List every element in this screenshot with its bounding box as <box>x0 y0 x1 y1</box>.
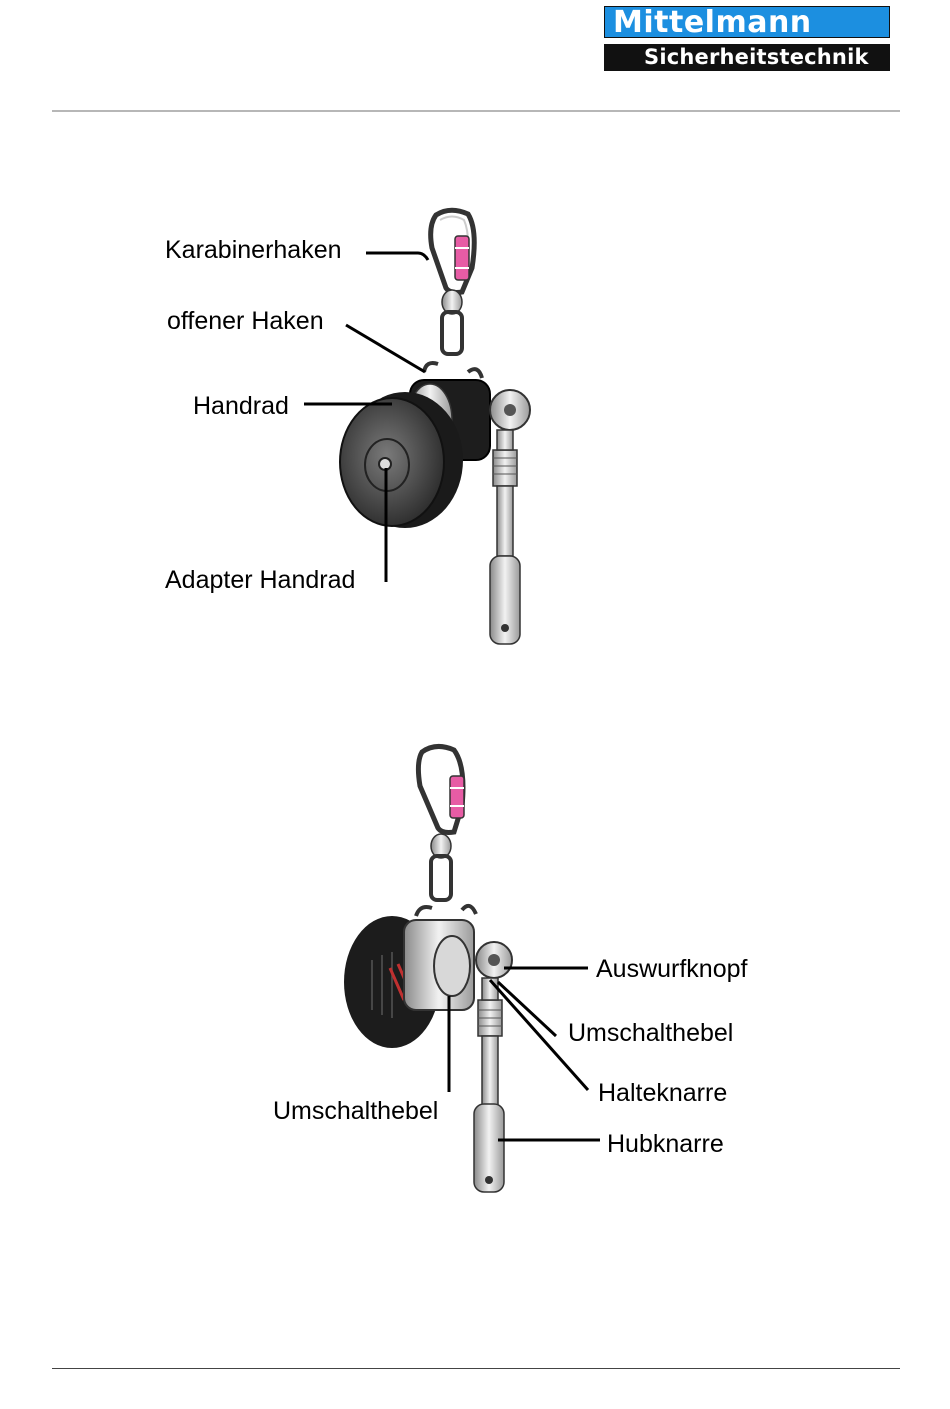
label-halteknarre: Halteknarre <box>598 1078 727 1108</box>
label-auswurfknopf: Auswurfknopf <box>596 954 747 984</box>
label-umschalthebel-right: Umschalthebel <box>568 1018 733 1048</box>
label-hubknarre: Hubknarre <box>607 1129 724 1159</box>
footer-divider <box>52 1368 900 1369</box>
label-umschalthebel-left: Umschalthebel <box>273 1096 438 1126</box>
